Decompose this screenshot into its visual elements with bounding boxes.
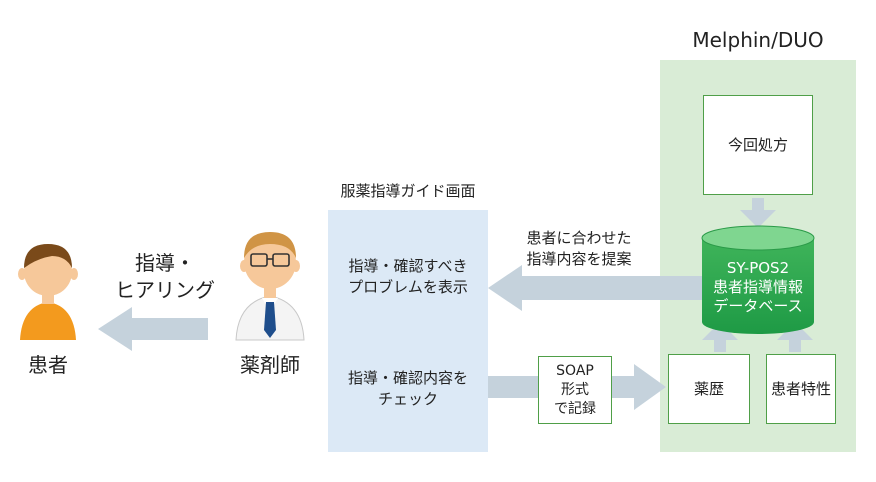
database-cylinder-icon (701, 225, 815, 334)
database-line2: 患者指導情報 (712, 278, 803, 296)
medication-history-label: 薬歴 (693, 379, 724, 398)
current-prescription-box: 今回処方 (703, 95, 813, 195)
patient-traits-label: 患者特性 (770, 379, 831, 398)
guidance-label-line2: ヒアリング (115, 278, 215, 302)
guide-item1-line2: プロブレムを表示 (348, 278, 468, 296)
database-line3: データベース (713, 297, 803, 315)
soap-line3: で記録 (554, 400, 596, 417)
arrow-proposal-left (488, 265, 702, 311)
guide-item2-line2: チェック (377, 390, 438, 408)
medication-history-box: 薬歴 (668, 354, 750, 424)
guide-screen-panel (328, 210, 488, 452)
guidance-label-line1: 指導・ (135, 251, 195, 275)
proposal-line2: 指導内容を提案 (526, 250, 632, 268)
patient-traits-box: 患者特性 (766, 354, 836, 424)
guide-item1-line1: 指導・確認すべき (348, 257, 468, 275)
patient-icon (18, 244, 78, 340)
guide-item-show-problems: 指導・確認すべき プロブレムを表示 (328, 256, 488, 298)
arrow-record-right (488, 364, 666, 410)
soap-line2: 形式 (561, 381, 589, 398)
arrow-traits-up (777, 322, 813, 352)
guide-item-check-contents: 指導・確認内容を チェック (328, 368, 488, 410)
pharmacist-icon (235, 232, 305, 341)
database-label: SY-POS2 患者指導情報 データベース (702, 259, 814, 316)
proposal-label: 患者に合わせた 指導内容を提案 (504, 228, 654, 270)
soap-record-box: SOAP 形式 で記録 (538, 356, 612, 424)
pharmacist-label: 薬剤師 (240, 352, 300, 377)
guide-item2-line1: 指導・確認内容を (347, 369, 468, 387)
guidance-hearing-label: 指導・ ヒアリング (100, 250, 230, 304)
system-title: Melphin/DUO (692, 28, 824, 52)
arrow-guidance-left (98, 307, 208, 351)
proposal-line1: 患者に合わせた (526, 229, 632, 247)
current-prescription-label: 今回処方 (727, 135, 788, 154)
arrow-prescription-down (740, 198, 776, 228)
soap-line1: SOAP (556, 362, 594, 379)
arrow-history-up (702, 322, 738, 352)
patient-label: 患者 (28, 352, 68, 377)
guide-screen-title: 服薬指導ガイド画面 (340, 182, 476, 200)
database-line1: SY-POS2 (726, 259, 790, 277)
